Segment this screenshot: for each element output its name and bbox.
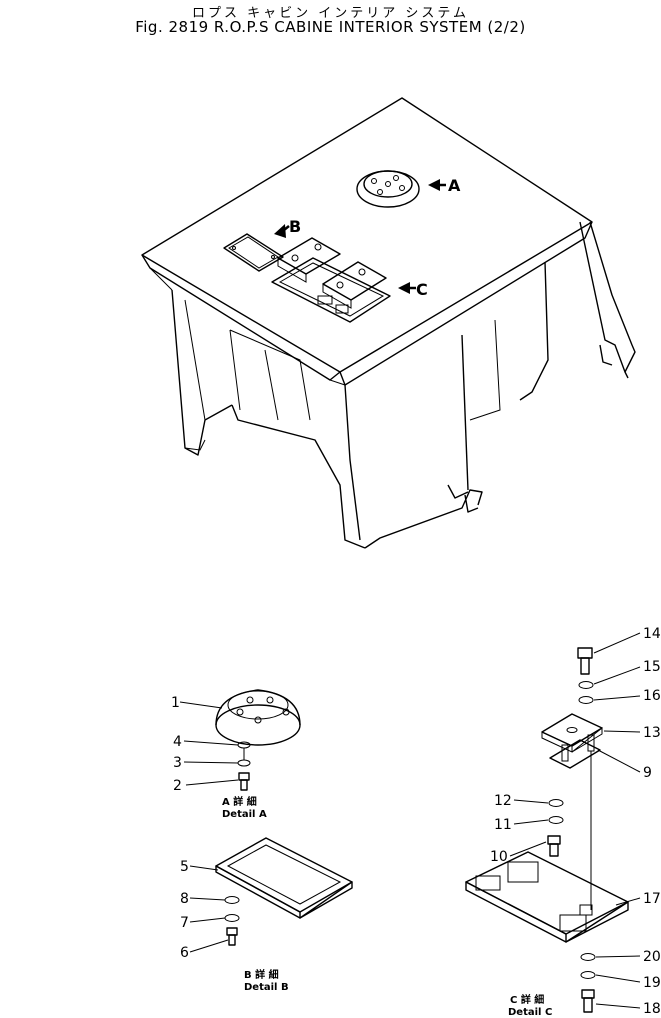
detail-c-caption-jp: C 詳 細 <box>510 993 544 1006</box>
part-label-1: 1 <box>171 695 180 711</box>
part-label-7: 7 <box>180 915 189 931</box>
part-label-13: 13 <box>643 725 661 741</box>
part-label-16: 16 <box>643 688 661 704</box>
part-label-5: 5 <box>180 859 189 875</box>
detail-a-caption: Detail A <box>222 809 267 820</box>
detail-c-caption: Detail C <box>508 1007 552 1018</box>
callout-c-label: C <box>416 280 428 299</box>
detail-b-caption: Detail B <box>244 982 289 993</box>
part-label-4: 4 <box>173 734 182 750</box>
part-label-8: 8 <box>180 891 189 907</box>
plate-assembly-c <box>271 237 391 323</box>
title-japanese: ロプス キャビン インテリア システム <box>191 6 469 21</box>
part-label-6: 6 <box>180 945 189 961</box>
part-label-15: 15 <box>643 659 661 675</box>
detail-c-drawing <box>465 647 629 1013</box>
panel-b <box>223 233 284 272</box>
callout-a-label: A <box>448 176 461 195</box>
part-label-12: 12 <box>494 793 512 809</box>
detail-a-caption-jp: A 詳 細 <box>222 795 257 808</box>
callout-c: C <box>398 280 428 299</box>
dome-light-a <box>356 170 420 208</box>
part-label-11: 11 <box>494 817 512 833</box>
detail-b-drawing <box>215 837 353 946</box>
part-label-3: 3 <box>173 755 182 771</box>
figure-title: Fig. 2819 R.O.P.S CABINE INTERIOR SYSTEM… <box>135 18 526 36</box>
detail-a-drawing <box>215 689 301 791</box>
part-label-2: 2 <box>173 778 182 794</box>
cab-roof-drawing <box>141 97 636 549</box>
part-label-10: 10 <box>490 849 508 865</box>
callout-b: B <box>274 217 301 238</box>
part-label-20: 20 <box>643 949 661 965</box>
part-label-14: 14 <box>643 626 661 642</box>
callout-a: A <box>428 176 461 195</box>
detail-b-caption-jp: B 詳 細 <box>244 968 279 981</box>
part-label-19: 19 <box>643 975 661 991</box>
callout-b-label: B <box>289 217 301 236</box>
part-label-17: 17 <box>643 891 661 907</box>
part-label-9: 9 <box>643 765 652 781</box>
part-label-18: 18 <box>643 1001 661 1017</box>
